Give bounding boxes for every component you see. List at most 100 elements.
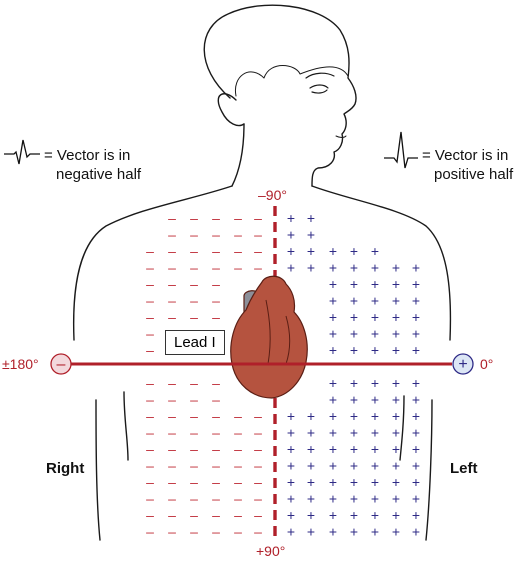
positive-electrode: + bbox=[452, 353, 474, 375]
minus-sign: – bbox=[168, 243, 176, 259]
plus-sign: + bbox=[350, 425, 358, 441]
plus-sign: + bbox=[287, 408, 295, 424]
plus-sign: + bbox=[412, 293, 420, 309]
plus-sign: + bbox=[329, 309, 337, 325]
minus-sign: – bbox=[212, 474, 220, 490]
plus-sign: + bbox=[329, 474, 337, 490]
plus-sign: + bbox=[287, 441, 295, 457]
plus-sign: + bbox=[371, 276, 379, 292]
plus-sign: + bbox=[392, 276, 400, 292]
minus-sign: – bbox=[168, 227, 176, 243]
plus-sign: + bbox=[371, 458, 379, 474]
plus-sign: + bbox=[287, 260, 295, 276]
minus-sign: – bbox=[190, 375, 198, 391]
heart-chamber-line bbox=[265, 299, 291, 365]
plus-sign: + bbox=[307, 210, 315, 226]
plus-sign: + bbox=[371, 408, 379, 424]
minus-sign: – bbox=[168, 524, 176, 540]
plus-sign: + bbox=[350, 474, 358, 490]
plus-sign: + bbox=[392, 260, 400, 276]
minus-sign: – bbox=[146, 408, 154, 424]
plus-sign: + bbox=[412, 375, 420, 391]
positive-legend-line1: = Vector is in bbox=[422, 147, 509, 164]
positive-electrode-sign: + bbox=[458, 356, 467, 373]
plus-sign: + bbox=[329, 441, 337, 457]
plus-sign: + bbox=[350, 507, 358, 523]
plus-sign: + bbox=[392, 474, 400, 490]
hair-line bbox=[234, 65, 349, 97]
negative-legend: = Vector is in negative half bbox=[44, 146, 141, 184]
minus-sign: – bbox=[212, 210, 220, 226]
minus-sign: – bbox=[190, 524, 198, 540]
plus-sign: + bbox=[371, 293, 379, 309]
minus-sign: – bbox=[254, 524, 262, 540]
minus-sign: – bbox=[190, 392, 198, 408]
minus-sign: – bbox=[190, 408, 198, 424]
plus-sign: + bbox=[392, 441, 400, 457]
plus-sign: + bbox=[412, 458, 420, 474]
minus-sign: – bbox=[254, 441, 262, 457]
angle-label-top: –90° bbox=[258, 187, 287, 203]
minus-sign: – bbox=[190, 260, 198, 276]
left-side-label: Left bbox=[450, 460, 478, 477]
plus-sign: + bbox=[371, 260, 379, 276]
plus-sign: + bbox=[412, 441, 420, 457]
plus-sign: + bbox=[392, 507, 400, 523]
plus-sign: + bbox=[329, 342, 337, 358]
plus-sign: + bbox=[412, 474, 420, 490]
torso-right bbox=[311, 185, 452, 541]
minus-sign: – bbox=[146, 260, 154, 276]
minus-sign: – bbox=[254, 507, 262, 523]
ear-outline bbox=[217, 93, 245, 127]
plus-sign: + bbox=[371, 243, 379, 259]
plus-sign: + bbox=[307, 425, 315, 441]
minus-sign: – bbox=[146, 276, 154, 292]
minus-sign: – bbox=[212, 425, 220, 441]
minus-sign: – bbox=[212, 441, 220, 457]
plus-sign: + bbox=[287, 507, 295, 523]
plus-sign: + bbox=[412, 425, 420, 441]
plus-sign: + bbox=[371, 524, 379, 540]
plus-sign: + bbox=[350, 408, 358, 424]
plus-sign: + bbox=[371, 309, 379, 325]
plus-sign: + bbox=[329, 458, 337, 474]
plus-sign: + bbox=[287, 227, 295, 243]
right-side-label: Right bbox=[46, 460, 85, 477]
plus-sign: + bbox=[392, 293, 400, 309]
minus-sign: – bbox=[234, 260, 242, 276]
head-outline bbox=[203, 4, 357, 187]
plus-sign: + bbox=[329, 491, 337, 507]
plus-sign: + bbox=[371, 507, 379, 523]
minus-sign: – bbox=[168, 309, 176, 325]
negative-legend-line1: = Vector is in bbox=[44, 147, 131, 164]
plus-sign: + bbox=[329, 276, 337, 292]
plus-sign: + bbox=[371, 441, 379, 457]
minus-sign: – bbox=[146, 392, 154, 408]
positive-legend: = Vector is in positive half bbox=[422, 146, 513, 184]
minus-sign: – bbox=[190, 458, 198, 474]
minus-sign: – bbox=[146, 293, 154, 309]
lead-i-label: Lead I bbox=[165, 330, 225, 355]
plus-sign: + bbox=[307, 260, 315, 276]
angle-label-bottom: +90° bbox=[256, 543, 286, 559]
minus-sign: – bbox=[190, 491, 198, 507]
minus-sign: – bbox=[168, 210, 176, 226]
minus-sign: – bbox=[234, 491, 242, 507]
minus-sign: – bbox=[234, 507, 242, 523]
minus-sign: – bbox=[168, 392, 176, 408]
plus-sign: + bbox=[307, 507, 315, 523]
plus-sign: + bbox=[287, 425, 295, 441]
minus-sign: – bbox=[234, 458, 242, 474]
negative-qrs-wave-icon bbox=[4, 139, 40, 165]
plus-sign: + bbox=[371, 474, 379, 490]
minus-sign: – bbox=[212, 458, 220, 474]
negative-sign-grid: ––––––––––––––––––––––––––––––––––––––––… bbox=[146, 210, 262, 540]
minus-sign: – bbox=[190, 293, 198, 309]
plus-sign: + bbox=[329, 392, 337, 408]
plus-sign: + bbox=[392, 342, 400, 358]
plus-sign: + bbox=[287, 458, 295, 474]
minus-sign: – bbox=[212, 524, 220, 540]
minus-sign: – bbox=[254, 474, 262, 490]
plus-sign: + bbox=[392, 458, 400, 474]
